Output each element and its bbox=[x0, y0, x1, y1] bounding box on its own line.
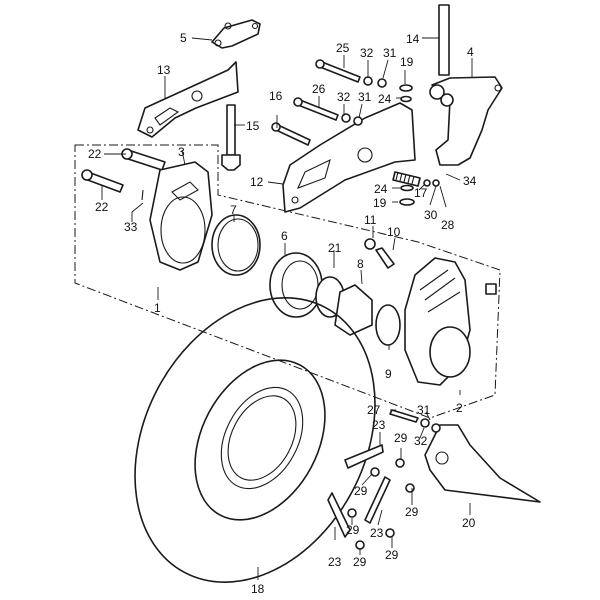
callout-32c: 32 bbox=[414, 434, 428, 448]
bolts-group bbox=[271, 59, 361, 146]
callout-5: 5 bbox=[180, 31, 187, 45]
callout-31c: 31 bbox=[417, 403, 431, 417]
callout-6: 6 bbox=[281, 229, 288, 243]
callout-29c: 29 bbox=[405, 505, 419, 519]
callout-17: 17 bbox=[414, 186, 428, 200]
callout-12: 12 bbox=[250, 175, 264, 189]
callout-24b: 24 bbox=[374, 182, 388, 196]
callout-32a: 32 bbox=[360, 46, 374, 60]
callout-23a: 23 bbox=[372, 418, 386, 432]
assembly-boundary bbox=[74, 144, 501, 419]
callout-22a: 22 bbox=[88, 147, 102, 161]
callout-10: 10 bbox=[387, 225, 401, 239]
callout-29b: 29 bbox=[354, 484, 368, 498]
callout-34: 34 bbox=[463, 174, 477, 188]
washers-upper bbox=[341, 76, 413, 126]
callout-13: 13 bbox=[157, 63, 171, 77]
callout-24a: 24 bbox=[378, 92, 392, 106]
callout-31a: 31 bbox=[383, 46, 397, 60]
callout-29a: 29 bbox=[394, 431, 408, 445]
callout-19a: 19 bbox=[400, 55, 414, 69]
callout-33: 33 bbox=[124, 220, 138, 234]
callout-30: 30 bbox=[424, 208, 438, 222]
brake-pad-part bbox=[211, 214, 261, 276]
callout-labels: 1 2 3 4 5 6 7 8 9 10 11 12 13 14 15 16 1… bbox=[88, 31, 477, 596]
spring-part bbox=[392, 171, 440, 206]
callout-31b: 31 bbox=[358, 90, 372, 104]
callout-22b: 22 bbox=[95, 200, 109, 214]
adjust-bolt-part bbox=[221, 104, 241, 171]
caliper-bracket-part bbox=[429, 76, 503, 166]
callout-3: 3 bbox=[178, 145, 185, 159]
callout-23c: 23 bbox=[328, 555, 342, 569]
caliper-plate-part bbox=[149, 161, 213, 271]
callout-29e: 29 bbox=[385, 548, 399, 562]
callout-8: 8 bbox=[357, 257, 364, 271]
link-joint-part bbox=[211, 19, 261, 49]
callout-28: 28 bbox=[441, 218, 455, 232]
callout-2: 2 bbox=[456, 401, 463, 415]
callout-15: 15 bbox=[246, 119, 260, 133]
callout-29f: 29 bbox=[353, 555, 367, 569]
callout-19b: 19 bbox=[373, 196, 387, 210]
brake-disc-part bbox=[134, 297, 376, 583]
callout-25: 25 bbox=[336, 41, 350, 55]
caliper-body-part bbox=[404, 257, 497, 386]
callout-4: 4 bbox=[467, 45, 474, 59]
callout-18: 18 bbox=[251, 582, 265, 596]
callout-23b: 23 bbox=[370, 526, 384, 540]
disc-cover-part bbox=[327, 409, 541, 550]
link-arm-part bbox=[137, 61, 239, 138]
callout-20: 20 bbox=[462, 516, 476, 530]
callout-7: 7 bbox=[230, 203, 237, 217]
callout-16: 16 bbox=[269, 89, 283, 103]
bleeder-part bbox=[364, 238, 395, 269]
callout-9: 9 bbox=[385, 367, 392, 381]
callout-21: 21 bbox=[328, 241, 342, 255]
callout-1: 1 bbox=[154, 301, 161, 315]
callout-27: 27 bbox=[367, 403, 381, 417]
pivot-shaft-part bbox=[438, 4, 450, 76]
callout-11: 11 bbox=[364, 213, 377, 227]
callout-14: 14 bbox=[406, 32, 420, 46]
callout-26: 26 bbox=[312, 82, 326, 96]
leader-lines bbox=[101, 37, 473, 580]
callout-32b: 32 bbox=[337, 90, 351, 104]
callout-29d: 29 bbox=[346, 523, 360, 537]
piston-group bbox=[269, 252, 401, 346]
plate-bolts bbox=[81, 148, 166, 201]
caliper-arm-part bbox=[282, 102, 416, 213]
